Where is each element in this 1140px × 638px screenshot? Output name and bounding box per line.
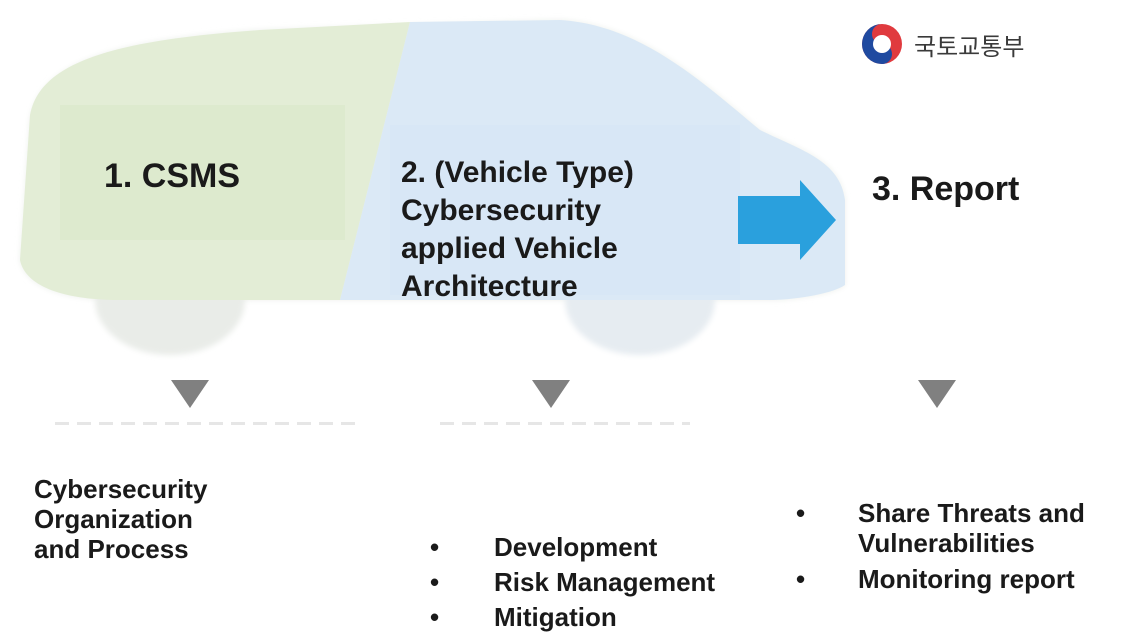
stage-label-report: 3. Report xyxy=(872,170,1020,208)
list-item-label: Share Threats and Vulnerabilities xyxy=(858,498,1085,558)
list-item-label: Development xyxy=(494,532,658,562)
csms-inner-panel xyxy=(60,105,345,240)
stage-label-vehicle-architecture: 2. (Vehicle Type) Cybersecurity applied … xyxy=(401,156,634,303)
list-item-label: Monitoring report xyxy=(858,564,1075,594)
list-item-label: Risk Management xyxy=(494,567,716,597)
divider xyxy=(55,422,355,425)
divider xyxy=(440,422,690,425)
list-item: • Mitigation xyxy=(430,600,715,635)
down-arrow-icon xyxy=(171,380,209,408)
taegeuk-emblem-icon xyxy=(862,24,902,64)
vehicle-bullet-list: • Development • Risk Management • Mitigatio… xyxy=(430,530,715,635)
list-item: • Monitoring report xyxy=(796,564,1138,594)
list-item: • Development xyxy=(430,530,715,565)
csms-description-line: Organization xyxy=(34,504,193,534)
bullet: • xyxy=(796,498,806,528)
bullet: • xyxy=(796,564,806,594)
bullet: • xyxy=(430,567,440,597)
list-item: • Share Threats and Vulnerabilities xyxy=(796,498,1138,558)
list-item-label: Mitigation xyxy=(494,602,617,632)
csms-description-line: Cybersecurity xyxy=(34,474,208,504)
ministry-logo: 국토교통부 xyxy=(860,22,1024,66)
report-bullet-list: • Share Threats and Vulnerabilities • Moni… xyxy=(796,498,1138,600)
csms-description: Cybersecurity Organization and Process xyxy=(34,474,207,564)
stage-label-csms: 1. CSMS xyxy=(104,157,241,195)
bullet: • xyxy=(430,602,440,632)
ministry-name: 국토교통부 xyxy=(914,32,1025,61)
list-item: • Risk Management xyxy=(430,565,715,600)
down-arrow-icon xyxy=(532,380,570,408)
bullet: • xyxy=(430,532,440,562)
vehicle-inner-panel xyxy=(390,125,740,295)
down-arrow-icon xyxy=(918,380,956,408)
csms-description-line: and Process xyxy=(34,534,189,564)
right-arrow xyxy=(738,180,836,260)
